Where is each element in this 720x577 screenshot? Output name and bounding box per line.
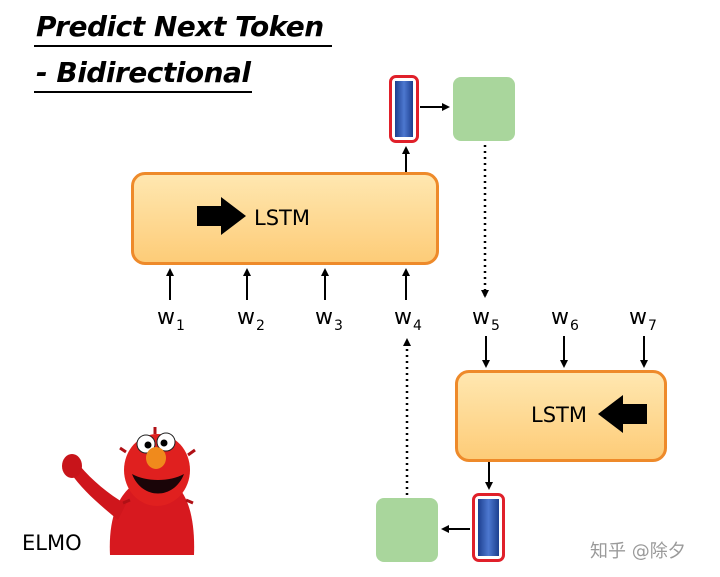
word-w1: w1: [157, 305, 185, 334]
word-subscript: 5: [491, 318, 500, 334]
word-base: w: [394, 305, 412, 330]
word-w5: w5: [472, 305, 500, 334]
elmo-image: [62, 427, 196, 555]
title-line-2: - Bidirectional: [36, 56, 251, 89]
elmo-label: ELMO: [22, 531, 82, 555]
word-subscript: 1: [176, 318, 185, 334]
watermark: 知乎 @除夕: [590, 541, 686, 562]
title-line-1: Predict Next Token: [36, 10, 324, 43]
backward-output-box: [376, 498, 438, 562]
word-base: w: [551, 305, 569, 330]
word-w4: w4: [394, 305, 422, 334]
word-base: w: [472, 305, 490, 330]
word-base: w: [629, 305, 647, 330]
right-arrow-icon: [197, 197, 246, 235]
title-underline-1: [34, 45, 332, 47]
word-w2: w2: [237, 305, 265, 334]
word-subscript: 7: [648, 318, 657, 334]
word-w3: w3: [315, 305, 343, 334]
backward-lstm-label: LSTM: [531, 403, 587, 427]
word-subscript: 4: [413, 318, 422, 334]
title-underline-2: [34, 91, 252, 93]
forward-output-box: [453, 77, 515, 141]
forward-hidden-vector: [389, 75, 419, 143]
word-w6: w6: [551, 305, 579, 334]
word-subscript: 2: [256, 318, 265, 334]
word-base: w: [237, 305, 255, 330]
word-base: w: [157, 305, 175, 330]
forward-lstm-label: LSTM: [254, 206, 310, 230]
word-subscript: 6: [570, 318, 579, 334]
word-base: w: [315, 305, 333, 330]
word-subscript: 3: [334, 318, 343, 334]
backward-hidden-vector: [472, 493, 505, 562]
left-arrow-icon: [598, 395, 647, 433]
forward-lstm-box: [131, 172, 439, 265]
word-w7: w7: [629, 305, 657, 334]
